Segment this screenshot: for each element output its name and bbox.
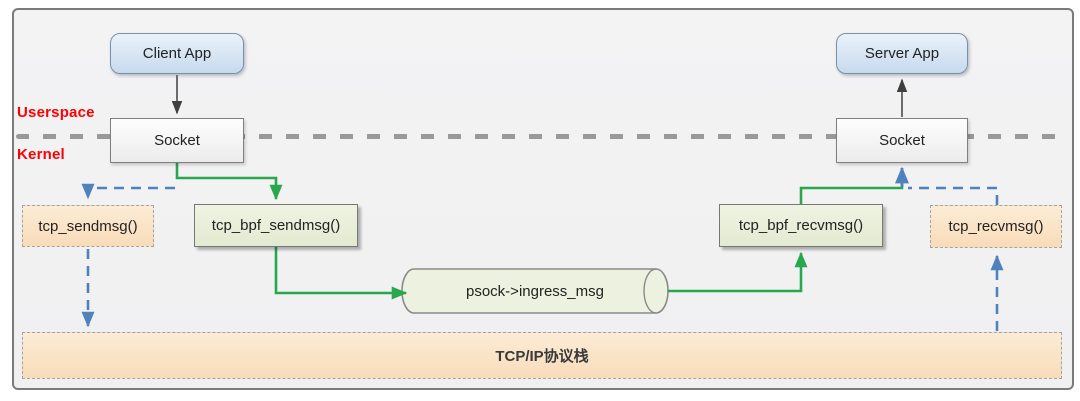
arrow-queue-to-tcpbpfrecvmsg xyxy=(668,251,808,293)
tcpip-stack-node: TCP/IP协议栈 xyxy=(22,332,1062,379)
line-tcprecvmsg-to-socket xyxy=(908,186,999,205)
ingress-queue-label: psock->ingress_msg xyxy=(466,282,604,300)
server-app-node: Server App xyxy=(836,33,968,74)
tcp-bpf-recvmsg-node: tcp_bpf_recvmsg() xyxy=(719,204,883,247)
tcp-recvmsg-node: tcp_recvmsg() xyxy=(930,205,1062,248)
userspace-kernel-divider xyxy=(16,134,1066,139)
arrow-tcpbpfsendmsg-to-queue xyxy=(274,247,408,300)
userspace-label: Userspace xyxy=(17,104,95,121)
kernel-label: Kernel xyxy=(17,146,65,163)
line-tcpbpfrecvmsg-to-socket xyxy=(799,171,904,204)
arrow-socket-to-tcpbpfsendmsg xyxy=(175,163,283,201)
client-app-node: Client App xyxy=(110,33,244,74)
ingress-queue-cylinder xyxy=(401,268,669,314)
tcp-bpf-sendmsg-node: tcp_bpf_sendmsg() xyxy=(194,204,358,247)
tcp-sendmsg-node: tcp_sendmsg() xyxy=(22,205,154,247)
socket-node-left: Socket xyxy=(110,118,244,163)
arrow-socket-to-tcpsendmsg xyxy=(81,183,175,200)
socket-node-right: Socket xyxy=(836,118,968,163)
